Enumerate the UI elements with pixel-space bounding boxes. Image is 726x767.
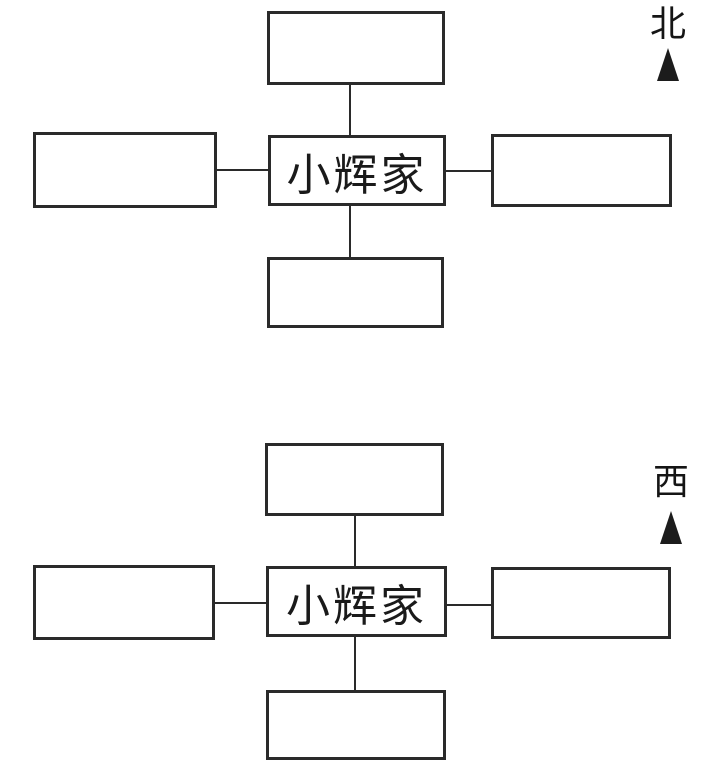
- connector-right: [447, 604, 491, 606]
- empty-box-bottom: [267, 257, 444, 328]
- connector-bottom: [354, 637, 356, 690]
- connector-left: [217, 169, 268, 171]
- up-arrow-icon: [660, 511, 682, 544]
- empty-box-top: [267, 11, 445, 85]
- compass-north-label: 北: [649, 4, 686, 44]
- connector-left: [215, 602, 266, 604]
- empty-box-left: [33, 565, 215, 640]
- connector-top: [349, 85, 351, 135]
- center-box-xiaohui-home: 小辉家: [266, 566, 447, 637]
- compass-west-label: 西: [652, 462, 689, 502]
- connector-top: [354, 516, 356, 566]
- empty-box-left: [33, 132, 217, 208]
- empty-box-right: [491, 134, 672, 207]
- center-box-xiaohui-home: 小辉家: [268, 135, 446, 206]
- connector-bottom: [349, 206, 351, 257]
- empty-box-bottom: [266, 690, 446, 760]
- empty-box-top: [265, 443, 444, 516]
- empty-box-right: [491, 567, 671, 639]
- up-arrow-icon: [657, 48, 679, 81]
- connector-right: [446, 170, 491, 172]
